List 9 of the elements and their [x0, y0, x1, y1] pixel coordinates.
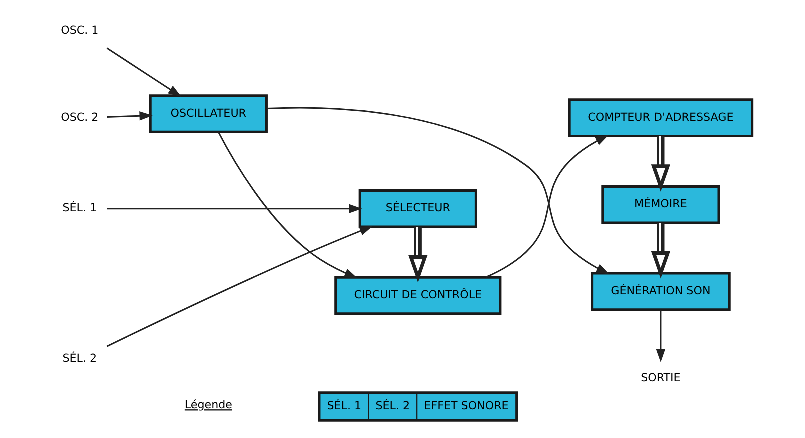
- label: Légende: [184, 398, 233, 412]
- node-text: SÉL. 1: [62, 201, 98, 214]
- node-text: SORTIE: [641, 370, 681, 384]
- node-text: SÉL. 2: [62, 352, 98, 365]
- label: EFFET SONORE: [424, 399, 509, 412]
- node-text: OSC. 2: [61, 110, 99, 124]
- label: SÉL. 2: [376, 399, 410, 412]
- label: SÉL. 1: [327, 399, 362, 412]
- node-text: OSC. 1: [61, 24, 99, 37]
